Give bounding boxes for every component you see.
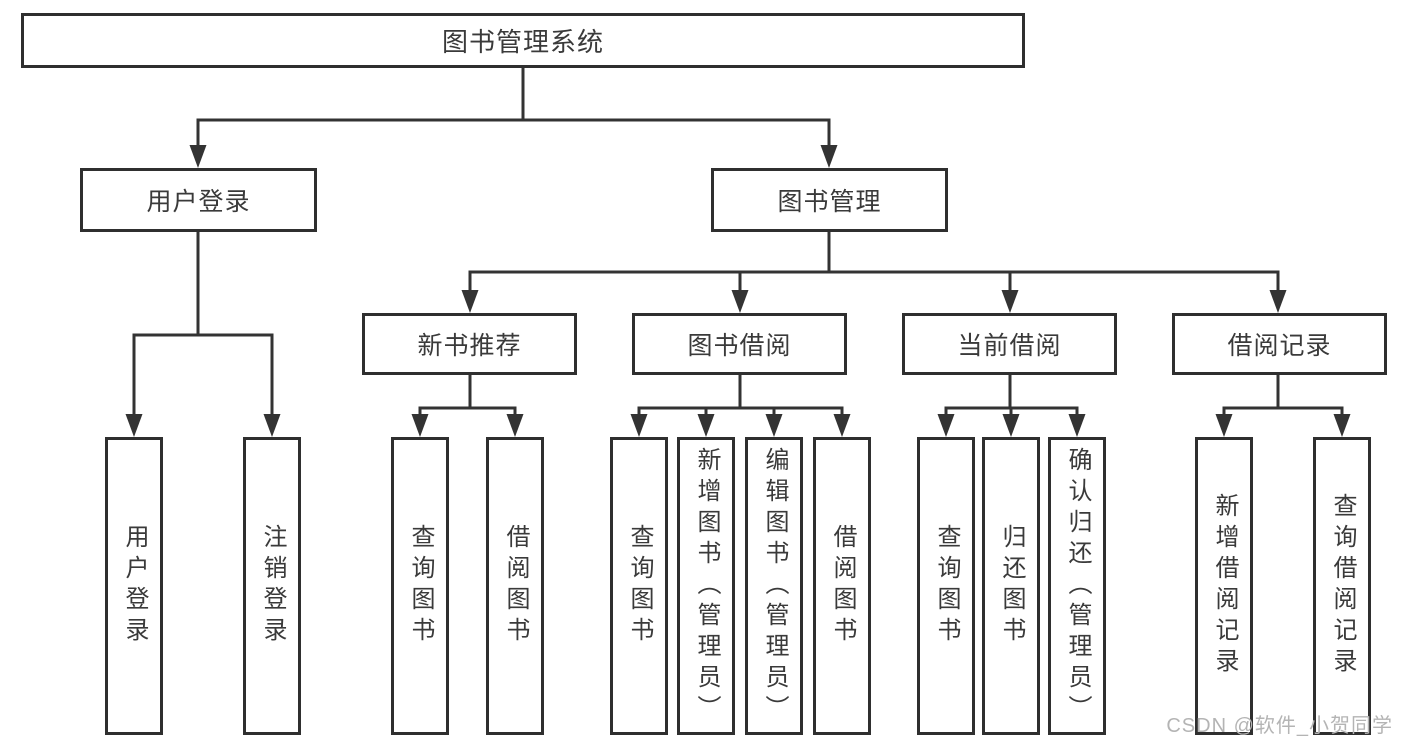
node-label: 用户登录 [146,188,251,216]
node-user-login: 用户登录 [80,168,317,232]
arrow-down-icon [1001,290,1019,313]
arrow-down-icon [506,414,524,437]
leaf-logout: 注销登录 [243,437,301,735]
leaf-borrow-books-1: 借阅图书 [486,437,544,735]
leaf-add-borrow-record: 新增借阅记录 [1195,437,1253,735]
leaf-user-login: 用户登录 [105,437,163,735]
arrow-down-icon [411,414,429,437]
arrow-down-icon [1215,414,1233,437]
node-label: 新书推荐 [417,332,522,360]
leaf-label: 借阅图书 [502,524,529,648]
node-borrow-records: 借阅记录 [1172,313,1387,375]
node-current-borrowing: 当前借阅 [902,313,1117,375]
leaf-add-book-admin: 新增图书（管理员） [677,437,735,735]
node-label: 图书借阅 [687,332,792,360]
leaf-label: 查询图书 [626,524,653,648]
connector-root-to-level2 [189,68,838,168]
arrow-down-icon [461,290,479,313]
leaf-query-books-3: 查询图书 [917,437,975,735]
arrow-down-icon [1269,290,1287,313]
arrow-down-icon [765,414,783,437]
arrow-down-icon [1068,414,1086,437]
arrow-down-icon [820,145,838,168]
connector-records-to-leaves [1215,375,1351,437]
leaf-label: 查询图书 [933,524,960,648]
leaf-query-borrow-record: 查询借阅记录 [1313,437,1371,735]
node-book-borrowing: 图书借阅 [632,313,847,375]
node-label: 借阅记录 [1227,332,1332,360]
connector-borrowing-to-leaves [630,375,851,437]
node-new-book-recommend: 新书推荐 [362,313,577,375]
leaf-label: 查询借阅记录 [1329,493,1356,679]
node-root: 图书管理系统 [21,13,1025,68]
leaf-label: 归还图书 [998,524,1025,648]
arrow-down-icon [125,414,143,437]
arrow-down-icon [630,414,648,437]
node-label: 图书管理 [777,188,882,216]
arrow-down-icon [731,290,749,313]
leaf-label: 确认归还（管理员） [1064,446,1091,726]
arrow-down-icon [937,414,955,437]
leaf-edit-book-admin: 编辑图书（管理员） [745,437,803,735]
connector-current-to-leaves [937,375,1086,437]
arrow-down-icon [1333,414,1351,437]
leaf-return-book: 归还图书 [982,437,1040,735]
leaf-label: 新增借阅记录 [1211,493,1238,679]
connector-userlogin-to-leaves [125,232,281,437]
node-book-management: 图书管理 [711,168,948,232]
arrow-down-icon [1002,414,1020,437]
leaf-label: 查询图书 [407,524,434,648]
node-root-label: 图书管理系统 [441,27,604,57]
leaf-label: 借阅图书 [829,524,856,648]
leaf-label: 编辑图书（管理员） [761,446,788,726]
connector-newbooks-to-leaves [411,375,524,437]
leaf-query-books-1: 查询图书 [391,437,449,735]
leaf-borrow-books-2: 借阅图书 [813,437,871,735]
arrow-down-icon [697,414,715,437]
arrow-down-icon [833,414,851,437]
leaf-label: 用户登录 [121,524,148,648]
leaf-label: 新增图书（管理员） [693,446,720,726]
connector-bookmgmt-to-level3 [461,232,1287,313]
arrow-down-icon [263,414,281,437]
leaf-query-books-2: 查询图书 [610,437,668,735]
leaf-confirm-return-admin: 确认归还（管理员） [1048,437,1106,735]
arrow-down-icon [189,145,207,168]
leaf-label: 注销登录 [259,524,286,648]
watermark: CSDN @软件_小贺同学 [1166,715,1393,737]
node-label: 当前借阅 [957,332,1062,360]
